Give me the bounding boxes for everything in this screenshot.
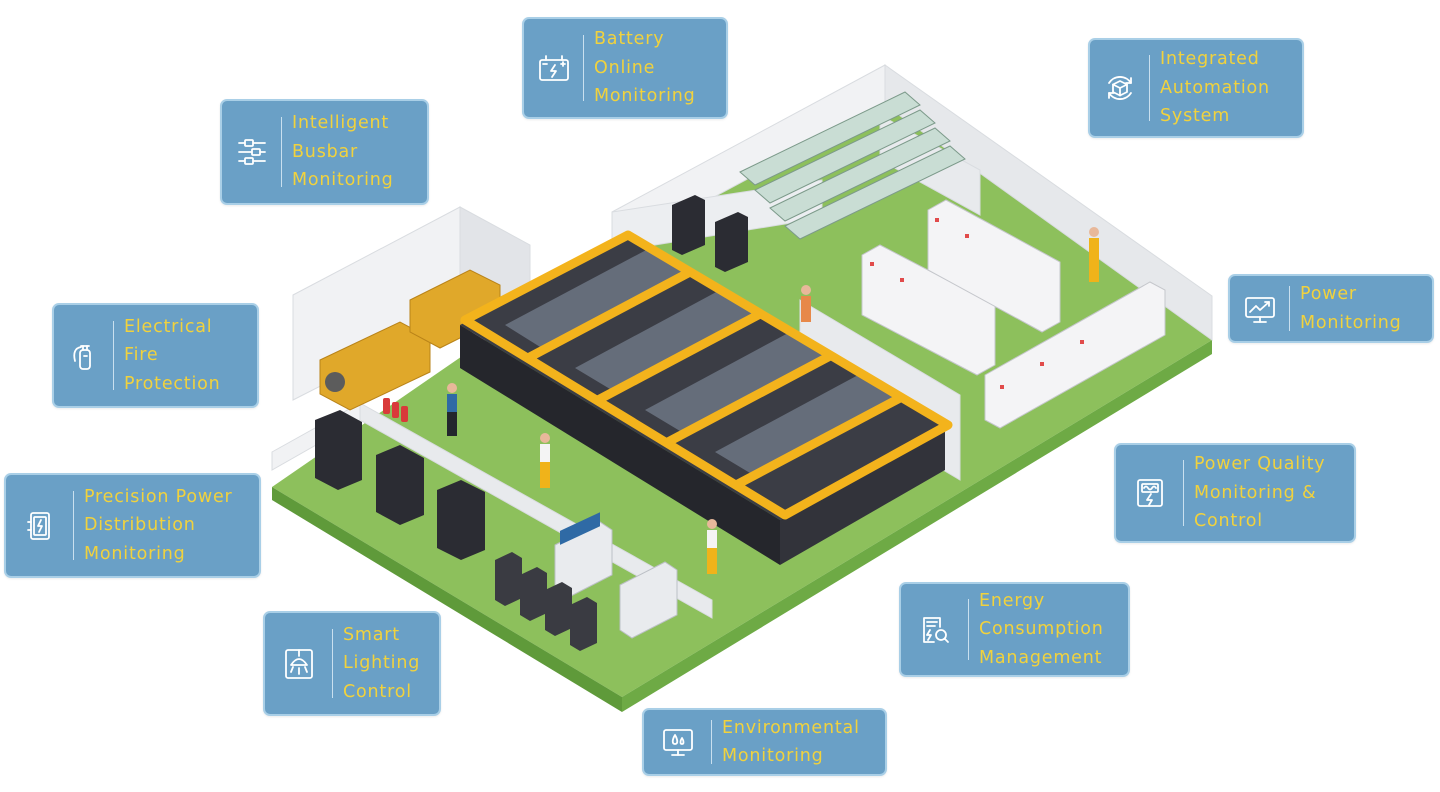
card-label: Power Quality Monitoring & Control: [1194, 454, 1326, 532]
card-precision-power-distribution-monitoring[interactable]: Precision Power Distribution Monitoring: [4, 473, 261, 578]
card-integrated-automation-system[interactable]: Integrated Automation System: [1088, 38, 1304, 138]
card-label: Integrated Automation System: [1160, 49, 1270, 127]
card-label: Power Monitoring: [1300, 284, 1402, 333]
busbar-frame: [460, 230, 953, 520]
card-label: Environmental Monitoring: [722, 717, 860, 767]
technicians: [447, 227, 1099, 574]
monitor-chart-icon: [1230, 276, 1290, 341]
power-quality-icon: [1116, 445, 1184, 541]
card-label: Battery Online Monitoring: [594, 29, 696, 107]
card-label: Intelligent Busbar Monitoring: [292, 113, 394, 191]
ceiling-light-icon: [265, 613, 333, 714]
ups-cabinets-back: [672, 195, 748, 272]
card-label: Energy Consumption Management: [979, 590, 1104, 668]
card-power-quality-monitoring-control[interactable]: Power Quality Monitoring & Control: [1114, 443, 1356, 543]
busbar-icon: [222, 101, 282, 203]
battery-icon: [524, 19, 584, 117]
storage-racks: [495, 552, 597, 651]
switchgear: [861, 199, 1166, 429]
card-intelligent-busbar-monitoring[interactable]: Intelligent Busbar Monitoring: [220, 99, 429, 205]
card-smart-lighting-control[interactable]: Smart Lighting Control: [263, 611, 441, 716]
control-desks: [554, 512, 678, 639]
card-power-monitoring[interactable]: Power Monitoring: [1228, 274, 1434, 343]
automation-cube-icon: [1090, 40, 1150, 136]
energy-report-icon: [901, 584, 969, 675]
fire-extinguisher-icon: [54, 305, 114, 406]
switchgear-indicators: [870, 218, 1084, 389]
server-racks: [460, 235, 945, 565]
fire-cylinders: [383, 398, 408, 422]
card-label: Precision Power Distribution Monitoring: [84, 486, 233, 564]
distribution-cabinets: [315, 410, 485, 560]
card-battery-online-monitoring[interactable]: Battery Online Monitoring: [522, 17, 728, 119]
card-energy-consumption-management[interactable]: Energy Consumption Management: [899, 582, 1130, 677]
card-environmental-monitoring[interactable]: Environmental Monitoring: [642, 708, 887, 776]
environment-monitor-icon: [644, 710, 712, 774]
card-electrical-fire-protection[interactable]: Electrical Fire Protection: [52, 303, 259, 408]
card-label: Smart Lighting Control: [343, 624, 421, 702]
card-label: Electrical Fire Protection: [124, 316, 221, 394]
distribution-box-icon: [6, 475, 74, 576]
battery-racks: [739, 91, 966, 240]
